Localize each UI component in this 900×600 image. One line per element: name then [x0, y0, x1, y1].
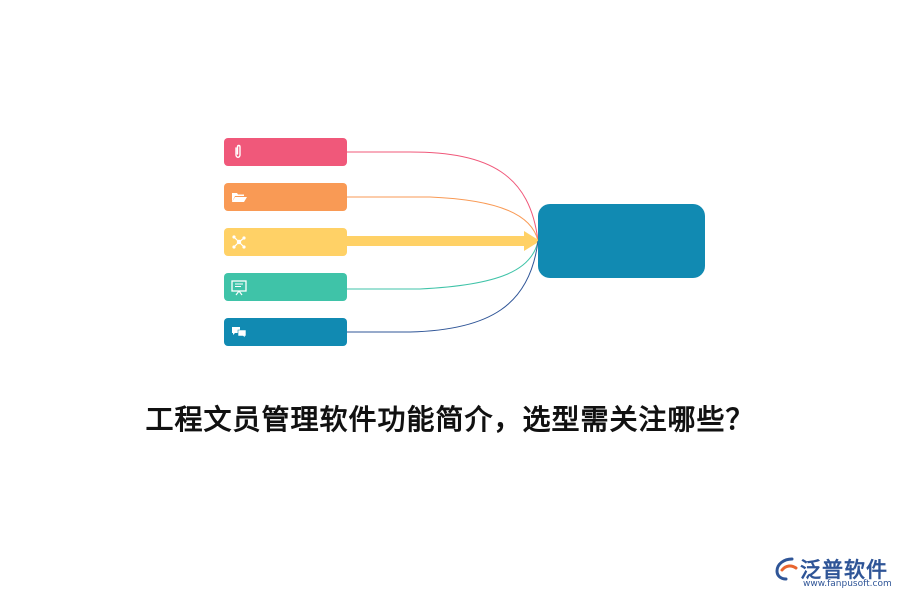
connector-2 — [347, 196, 539, 242]
branch-item-1 — [224, 138, 347, 166]
branch-item-5 — [224, 318, 347, 346]
brand-url: www.fanpusoft.com — [803, 579, 892, 589]
branch-item-2 — [224, 183, 347, 211]
brand-logo: 泛普软件 www.fanpusoft.com — [770, 552, 894, 592]
branch-item-3 — [224, 228, 347, 256]
connector-4 — [347, 240, 539, 290]
presentation-board-icon — [231, 280, 247, 296]
brand-name: 泛普软件 — [800, 558, 888, 582]
brand-mark-icon — [775, 557, 798, 581]
central-topic-box — [538, 204, 705, 278]
chat-bubbles-icon — [232, 327, 247, 339]
connector-5 — [347, 240, 539, 333]
network-icon — [232, 235, 246, 249]
paperclip-icon — [235, 144, 241, 158]
connector-3-arrowhead — [524, 231, 540, 251]
connector-1 — [347, 151, 539, 242]
branch-item-4 — [224, 273, 347, 301]
page-title: 工程文员管理软件功能简介，选型需关注哪些？ — [145, 403, 755, 436]
folder-open-icon — [232, 193, 247, 202]
